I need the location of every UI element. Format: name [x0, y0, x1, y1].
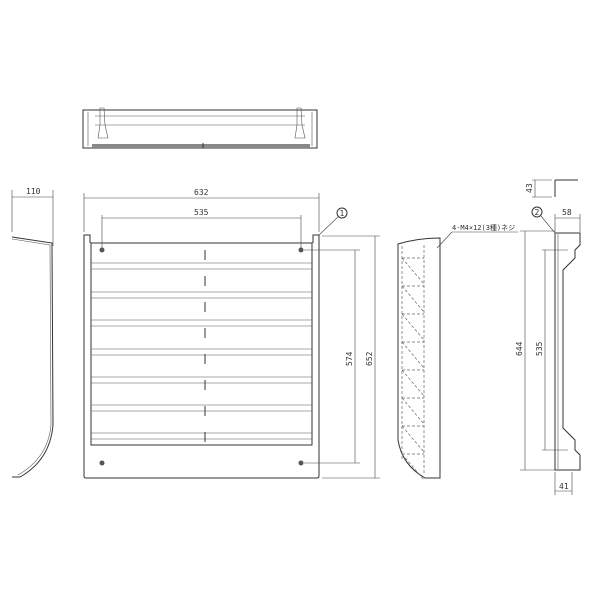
callout-part-1: 1 — [340, 209, 345, 218]
louver-section — [401, 425, 425, 453]
louver-section — [401, 369, 425, 397]
dim-side-depth: 110 — [26, 187, 41, 196]
dim-top-depth: 58 — [562, 208, 572, 217]
dim-hole-pitch-h: 535 — [194, 208, 209, 217]
louver-section — [401, 453, 425, 481]
screw-note: 4-M4×12(3種)ネジ — [452, 224, 515, 232]
side-profile: 644 535 58 2 43 41 — [515, 179, 581, 495]
front-view: 632 535 574 652 1 — [83, 188, 380, 479]
callout-part-2: 2 — [535, 208, 540, 217]
screw-hole — [99, 247, 105, 253]
screw-hole — [99, 460, 105, 466]
louver-section — [401, 313, 425, 341]
louver-section — [401, 341, 425, 369]
dim-section-height: 644 — [515, 341, 524, 356]
dim-hole-pitch-v: 574 — [345, 351, 354, 366]
dim-flange: 43 — [525, 183, 534, 193]
dim-overall-height: 652 — [365, 351, 374, 366]
louver-section — [401, 257, 425, 285]
dim-bottom-depth: 41 — [559, 482, 569, 491]
louvers — [91, 262, 312, 440]
louver-section — [401, 285, 425, 313]
dim-section-hole-pitch: 535 — [535, 341, 544, 356]
dim-overall-width: 632 — [194, 188, 209, 197]
louver-section — [401, 397, 425, 425]
top-view — [82, 107, 318, 149]
screw-hole — [298, 460, 304, 466]
screw-hole — [298, 247, 304, 253]
side-view: 110 — [11, 187, 54, 478]
section-view: 4-M4×12(3種)ネジ — [397, 224, 518, 481]
